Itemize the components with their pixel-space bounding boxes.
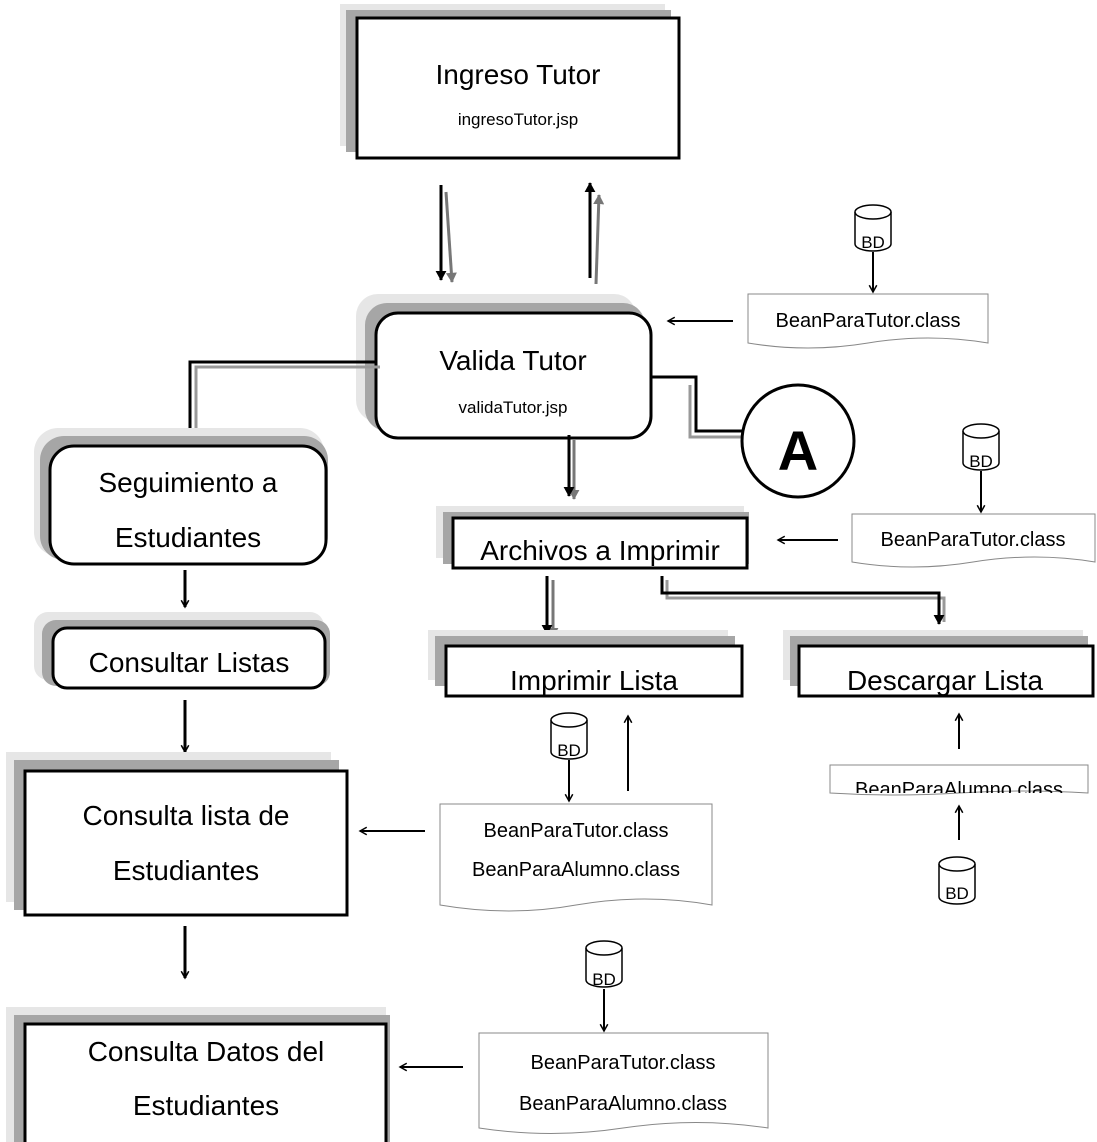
database-label: BD (969, 452, 993, 471)
connector-a: A (740, 383, 856, 499)
descargar-label: Descargar Lista (847, 665, 1044, 696)
connector-label: A (778, 419, 818, 482)
seguimiento-line1: Seguimiento a (98, 467, 277, 498)
document-line: BeanParaTutor.class (484, 820, 669, 842)
document-line: BeanParaTutor.class (881, 529, 1066, 551)
ingreso-title: Ingreso Tutor (436, 59, 601, 90)
ingreso-valida-arrows (435, 182, 605, 285)
archivos-to-descargar-line (660, 576, 945, 625)
valida-subtitle: validaTutor.jsp (459, 398, 568, 417)
consulta-datos-line2: Estudiantes (133, 1090, 279, 1121)
node-consultar-listas: Consultar Listas (34, 612, 330, 690)
database-label: BD (592, 970, 616, 989)
node-archivos: Archivos a Imprimir (436, 506, 749, 570)
database-label: BD (557, 741, 581, 760)
database-label: BD (861, 233, 885, 252)
node-consulta-lista: Consulta lista de Estudiantes (6, 752, 349, 917)
document-line: BeanParaAlumno.class (472, 859, 680, 881)
document-beanparatutor: BeanParaTutor.class (851, 513, 1096, 568)
document-line: BeanParaAlumno.class (855, 779, 1063, 801)
ingreso-subtitle: ingresoTutor.jsp (458, 110, 578, 129)
document-line: BeanParaTutor.class (531, 1052, 716, 1074)
node-descargar: Descargar Lista (783, 630, 1095, 698)
valida-to-seguimiento-line (190, 360, 380, 442)
database-label: BD (945, 884, 969, 903)
database-icon: BD (938, 856, 976, 905)
valida-to-connector-line (651, 375, 742, 433)
document-beans: BeanParaTutor.class BeanParaAlumno.class (439, 803, 713, 912)
node-imprimir: Imprimir Lista (428, 630, 744, 698)
document-line: BeanParaAlumno.class (519, 1093, 727, 1115)
node-valida-tutor: Valida Tutor validaTutor.jsp (356, 294, 653, 440)
node-consulta-datos: Consulta Datos del Estudiantes (6, 1007, 390, 1142)
consultar-listas-label: Consultar Listas (89, 647, 290, 678)
consulta-datos-line1: Consulta Datos del (88, 1036, 325, 1067)
seguimiento-line2: Estudiantes (115, 522, 261, 553)
document-line: BeanParaTutor.class (776, 310, 961, 332)
document-beanparatutor: BeanParaTutor.class (747, 293, 989, 349)
imprimir-label: Imprimir Lista (510, 665, 678, 696)
consulta-lista-line1: Consulta lista de (82, 800, 289, 831)
valida-title: Valida Tutor (439, 345, 586, 376)
database-icon: BD (854, 204, 892, 252)
consulta-lista-line2: Estudiantes (113, 855, 259, 886)
database-icon: BD (550, 712, 588, 760)
database-icon: BD (962, 423, 1000, 471)
document-beans: BeanParaTutor.class BeanParaAlumno.class (478, 1032, 769, 1134)
database-icon: BD (585, 940, 623, 989)
archivos-label: Archivos a Imprimir (480, 535, 720, 566)
node-ingreso-tutor: Ingreso Tutor ingresoTutor.jsp (340, 4, 681, 160)
node-seguimiento: Seguimiento a Estudiantes (34, 428, 328, 566)
document-beanparaalumno: BeanParaAlumno.class (829, 764, 1089, 801)
